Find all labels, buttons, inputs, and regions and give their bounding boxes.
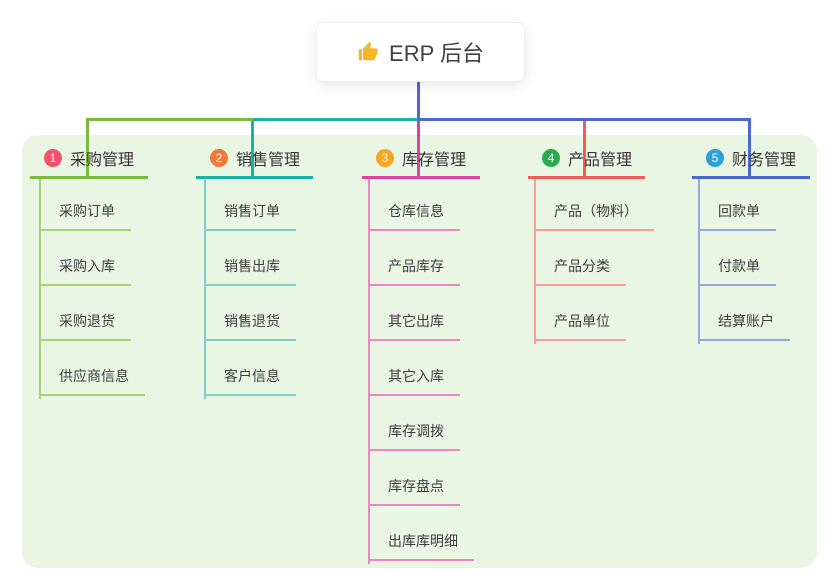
node-stock-check[interactable]: 库存盘点: [368, 470, 460, 506]
branch-header-inventory[interactable]: 3 库存管理: [362, 147, 480, 179]
branch-number-badge: 2: [210, 149, 228, 167]
node-stock-transfer[interactable]: 库存调拨: [368, 415, 460, 451]
node-settlement-account[interactable]: 结算账户: [698, 305, 790, 341]
node-sales-order[interactable]: 销售订单: [204, 195, 296, 231]
branch-number-badge: 3: [376, 149, 394, 167]
branch-spine-finance: [698, 179, 700, 344]
branch-spine-purchase: [39, 179, 41, 399]
drop-line-purchase: [86, 118, 89, 176]
branch-label: 产品管理: [568, 152, 633, 169]
node-product-stock[interactable]: 产品库存: [368, 250, 460, 286]
node-payment-bill[interactable]: 付款单: [698, 250, 776, 286]
node-product-material[interactable]: 产品（物料）: [534, 195, 654, 231]
branch-header-finance[interactable]: 5 财务管理: [692, 147, 810, 179]
branch-header-purchase[interactable]: 1 采购管理: [30, 147, 148, 179]
branch-label: 采购管理: [70, 152, 135, 169]
node-other-inbound[interactable]: 其它入库: [368, 360, 460, 396]
node-supplier-info[interactable]: 供应商信息: [39, 360, 145, 396]
branch-label: 销售管理: [236, 152, 301, 169]
branch-number-badge: 5: [706, 149, 724, 167]
root-label: ERP 后台: [389, 41, 484, 66]
node-outbound-detail[interactable]: 出库库明细: [368, 525, 474, 561]
branch-header-sales[interactable]: 2 销售管理: [196, 147, 313, 179]
node-purchase-return[interactable]: 采购退货: [39, 305, 131, 341]
node-sales-return[interactable]: 销售退货: [204, 305, 296, 341]
drop-line-sales: [251, 121, 254, 176]
bus-line-green: [86, 118, 253, 121]
drop-line-finance: [748, 118, 751, 176]
branch-number-badge: 1: [44, 149, 62, 167]
node-sales-outbound[interactable]: 销售出库: [204, 250, 296, 286]
branch-label: 财务管理: [732, 152, 797, 169]
bus-line-teal: [253, 118, 418, 121]
node-purchase-order[interactable]: 采购订单: [39, 195, 131, 231]
drop-line-product: [583, 121, 586, 176]
node-warehouse-info[interactable]: 仓库信息: [368, 195, 460, 231]
node-other-outbound[interactable]: 其它出库: [368, 305, 460, 341]
branch-spine-sales: [204, 179, 206, 399]
thumbs-up-icon: [358, 41, 378, 61]
node-product-unit[interactable]: 产品单位: [534, 305, 626, 341]
node-product-category[interactable]: 产品分类: [534, 250, 626, 286]
node-customer-info[interactable]: 客户信息: [204, 360, 296, 396]
node-receipt-bill[interactable]: 回款单: [698, 195, 776, 231]
branch-spine-inventory: [368, 179, 370, 564]
bus-line-blue: [418, 118, 751, 121]
root-node[interactable]: ERP 后台: [316, 22, 525, 82]
root-connector-line: [417, 82, 420, 119]
branch-number-badge: 4: [542, 149, 560, 167]
node-purchase-inbound[interactable]: 采购入库: [39, 250, 131, 286]
branches-background-panel: [22, 135, 817, 568]
drop-line-inventory: [417, 121, 420, 176]
branch-header-product[interactable]: 4 产品管理: [528, 147, 645, 179]
branch-spine-product: [534, 179, 536, 344]
branch-label: 库存管理: [402, 152, 467, 169]
